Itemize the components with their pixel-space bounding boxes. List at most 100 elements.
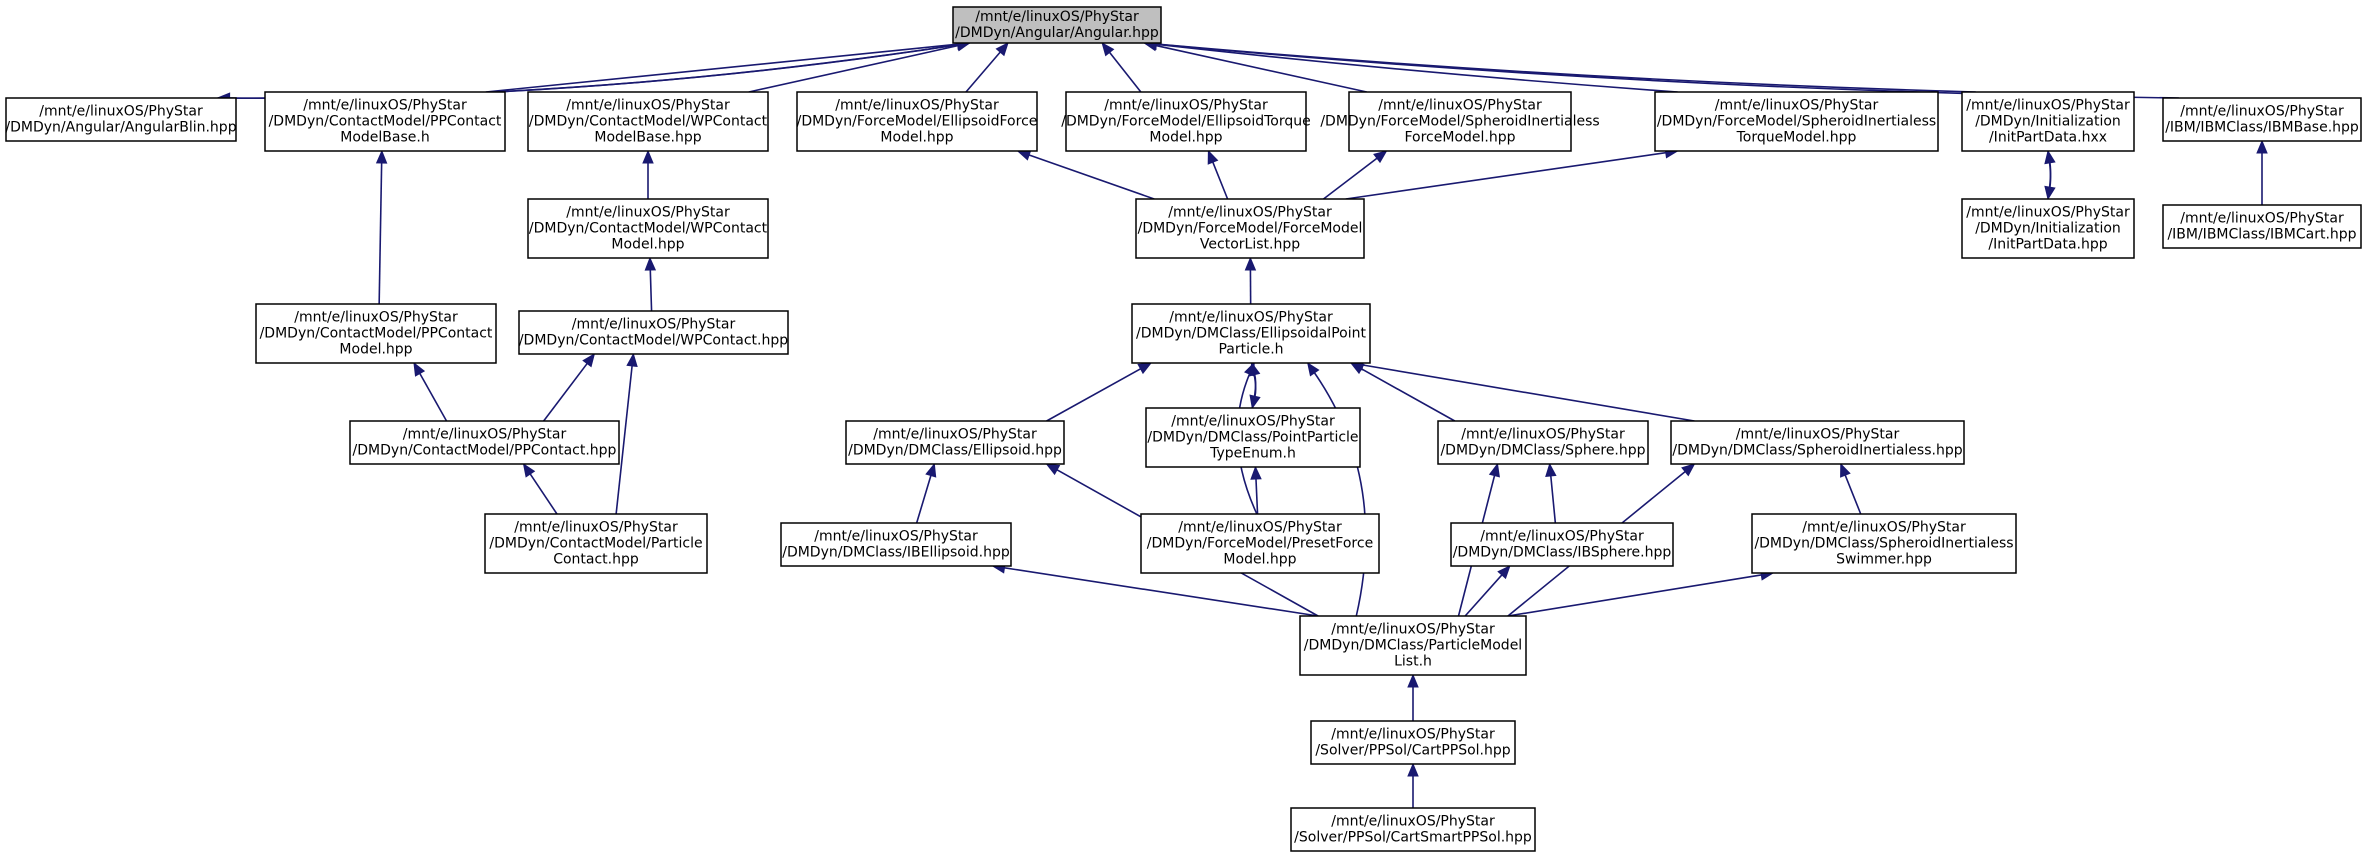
arrowhead-icon	[1137, 362, 1153, 375]
edge-line	[1156, 43, 1678, 93]
arrowhead-icon	[1407, 673, 1419, 688]
edge-particlecontact-to-ppcontact	[522, 462, 558, 515]
node-initpartdatahxx[interactable]: /mnt/e/linuxOS/PhyStar/DMDyn/Initializat…	[1961, 91, 2135, 152]
node-spheroidtorque[interactable]: /mnt/e/linuxOS/PhyStar/DMDyn/ForceModel/…	[1654, 91, 1939, 152]
edge-line	[1345, 151, 1666, 200]
node-label-line: /mnt/e/linuxOS/PhyStar	[1169, 310, 1333, 326]
node-label-line: /mnt/e/linuxOS/PhyStar	[1802, 520, 1966, 536]
node-label-line: /mnt/e/linuxOS/PhyStar	[873, 427, 1037, 443]
node-label-line: Model.hpp	[1149, 130, 1222, 146]
node-label-line: /DMDyn/ForceModel/EllipsoidTorque	[1061, 114, 1311, 130]
node-label-line: /DMDyn/ContactModel/Particle	[489, 536, 702, 552]
node-label-line: /DMDyn/ForceModel/ForceModel	[1138, 221, 1363, 237]
edge-particlecontact-to-wpcontact	[615, 352, 638, 515]
node-cartppsol[interactable]: /mnt/e/linuxOS/PhyStar/Solver/PPSol/Cart…	[1310, 720, 1516, 765]
node-label-line: /mnt/e/linuxOS/PhyStar	[2180, 211, 2344, 227]
node-label-line: /mnt/e/linuxOS/PhyStar	[1378, 98, 1542, 114]
node-ellipsoidtorque[interactable]: /mnt/e/linuxOS/PhyStar/DMDyn/ForceModel/…	[1061, 91, 1311, 152]
arrowhead-icon	[1497, 565, 1511, 580]
edge-wpcontact-to-wpcontactmodel	[644, 256, 657, 312]
node-label-line: /mnt/e/linuxOS/PhyStar	[514, 520, 678, 536]
node-box	[2162, 97, 2362, 142]
node-box	[1290, 807, 1536, 852]
node-box	[1140, 513, 1380, 574]
node-label-line: /mnt/e/linuxOS/PhyStar	[1461, 427, 1625, 443]
edge-particlemodellist-to-ibsphere	[1464, 565, 1511, 617]
node-ppcontactmodel[interactable]: /mnt/e/linuxOS/PhyStar/DMDyn/ContactMode…	[255, 303, 497, 364]
node-ellipsoidalpoint[interactable]: /mnt/e/linuxOS/PhyStar/DMDyn/DMClass/Ell…	[1131, 303, 1371, 364]
node-label-line: /DMDyn/ForceModel/SpheroidInertialess	[1320, 114, 1599, 130]
edge-spheroidswimmer-to-spheroidinertialess	[1840, 462, 1862, 515]
node-angularblin[interactable]: /mnt/e/linuxOS/PhyStar/DMDyn/Angular/Ang…	[5, 97, 237, 142]
edge-particlemodellist-to-spheroidswimmer	[1507, 569, 1775, 617]
node-forcemodelvectorlist[interactable]: /mnt/e/linuxOS/PhyStar/DMDyn/ForceModel/…	[1135, 198, 1365, 259]
node-ibmbase[interactable]: /mnt/e/linuxOS/PhyStar/IBM/IBMClass/IBMB…	[2162, 97, 2362, 142]
edge-line	[1255, 478, 1259, 515]
edge-line	[615, 365, 633, 515]
node-ibellipsoid[interactable]: /mnt/e/linuxOS/PhyStar/DMDyn/DMClass/IBE…	[780, 522, 1012, 567]
edge-cartsmartppsol-to-cartppsol	[1407, 762, 1419, 808]
arrowhead-icon	[1207, 149, 1219, 165]
node-label-line: /DMDyn/Angular/Angular.hpp	[955, 25, 1159, 41]
node-box	[255, 303, 497, 364]
node-wpcontactmodel[interactable]: /mnt/e/linuxOS/PhyStar/DMDyn/ContactMode…	[527, 198, 769, 259]
node-spheroidinertialess[interactable]: /mnt/e/linuxOS/PhyStar/DMDyn/DMClass/Sph…	[1670, 420, 1965, 465]
node-box	[1670, 420, 1965, 465]
node-wpcontactmodelbase[interactable]: /mnt/e/linuxOS/PhyStar/DMDyn/ContactMode…	[527, 91, 769, 152]
node-label-line: /DMDyn/DMClass/ParticleModel	[1304, 638, 1522, 654]
edge-line	[1212, 161, 1229, 200]
node-spheroidforce[interactable]: /mnt/e/linuxOS/PhyStar/DMDyn/ForceModel/…	[1320, 91, 1600, 152]
node-box	[1145, 407, 1361, 468]
arrowhead-icon	[1244, 256, 1257, 271]
node-sphere[interactable]: /mnt/e/linuxOS/PhyStar/DMDyn/DMClass/Sph…	[1437, 420, 1649, 465]
node-spheroidswimmer[interactable]: /mnt/e/linuxOS/PhyStar/DMDyn/DMClass/Sph…	[1751, 513, 2017, 574]
edge-line	[1004, 567, 1319, 617]
node-label-line: /DMDyn/DMClass/IBSphere.hpp	[1453, 545, 1672, 561]
node-label-line: /DMDyn/ForceModel/PresetForce	[1147, 536, 1373, 552]
node-ppcontactmodelbase[interactable]: /mnt/e/linuxOS/PhyStar/DMDyn/ContactMode…	[264, 91, 506, 152]
node-label-line: /DMDyn/ContactModel/WPContact.hpp	[519, 333, 788, 349]
node-presetforce[interactable]: /mnt/e/linuxOS/PhyStar/DMDyn/ForceModel/…	[1140, 513, 1380, 574]
node-label-line: /mnt/e/linuxOS/PhyStar	[1736, 427, 1900, 443]
node-ibmcart[interactable]: /mnt/e/linuxOS/PhyStar/IBM/IBMClass/IBMC…	[2162, 204, 2362, 249]
arrowhead-icon	[925, 462, 937, 478]
arrowhead-icon	[1250, 465, 1262, 480]
node-label-line: /mnt/e/linuxOS/PhyStar	[1168, 205, 1332, 221]
node-particlecontact[interactable]: /mnt/e/linuxOS/PhyStar/DMDyn/ContactMode…	[484, 513, 708, 574]
node-ibsphere[interactable]: /mnt/e/linuxOS/PhyStar/DMDyn/DMClass/IBS…	[1450, 522, 1674, 567]
node-pointparticletype[interactable]: /mnt/e/linuxOS/PhyStar/DMDyn/DMClass/Poi…	[1145, 407, 1361, 468]
node-ellipsoidforce[interactable]: /mnt/e/linuxOS/PhyStar/DMDyn/ForceModel/…	[796, 91, 1038, 152]
node-initpartdatahpp[interactable]: /mnt/e/linuxOS/PhyStar/DMDyn/Initializat…	[1961, 198, 2135, 259]
node-wpcontact[interactable]: /mnt/e/linuxOS/PhyStar/DMDyn/ContactMode…	[518, 310, 789, 355]
node-box	[264, 91, 506, 152]
edge-ibellipsoid-to-ellipsoid	[915, 462, 937, 524]
arrowhead-icon	[582, 352, 596, 368]
edge-line	[915, 475, 932, 524]
node-ppcontact[interactable]: /mnt/e/linuxOS/PhyStar/DMDyn/ContactMode…	[349, 420, 620, 465]
node-label-line: /mnt/e/linuxOS/PhyStar	[1331, 814, 1495, 830]
edge-line	[965, 51, 1001, 93]
node-label-line: /Solver/PPSol/CartSmartPPSol.hpp	[1294, 830, 1532, 846]
node-label-line: /mnt/e/linuxOS/PhyStar	[403, 427, 567, 443]
node-box	[1310, 720, 1516, 765]
node-box	[845, 420, 1065, 465]
node-label-line: /mnt/e/linuxOS/PhyStar	[572, 317, 736, 333]
node-label-line: /mnt/e/linuxOS/PhyStar	[1715, 98, 1879, 114]
edge-line	[217, 44, 958, 99]
arrowhead-icon	[375, 149, 388, 164]
node-box	[1135, 198, 1365, 259]
node-angular[interactable]: /mnt/e/linuxOS/PhyStar/DMDyn/Angular/Ang…	[952, 6, 1162, 44]
node-box	[1065, 91, 1307, 152]
node-cartsmartppsol[interactable]: /mnt/e/linuxOS/PhyStar/Solver/PPSol/Cart…	[1290, 807, 1536, 852]
node-label-line: /mnt/e/linuxOS/PhyStar	[975, 9, 1139, 25]
node-particlemodellist[interactable]: /mnt/e/linuxOS/PhyStar/DMDyn/DMClass/Par…	[1299, 615, 1527, 676]
node-label-line: List.h	[1394, 654, 1432, 670]
node-ellipsoid[interactable]: /mnt/e/linuxOS/PhyStar/DMDyn/DMClass/Ell…	[845, 420, 1065, 465]
edge-line	[1156, 43, 1976, 93]
node-label-line: /IBM/IBMClass/IBMBase.hpp	[2165, 120, 2359, 136]
arrowhead-icon	[1373, 150, 1388, 164]
node-label-line: Model.hpp	[880, 130, 953, 146]
edge-particlemodellist-to-ellipsoidalpoint	[1306, 361, 1367, 617]
node-label-line: /mnt/e/linuxOS/PhyStar	[1178, 520, 1342, 536]
node-label-line: /DMDyn/Initialization	[1975, 221, 2121, 237]
